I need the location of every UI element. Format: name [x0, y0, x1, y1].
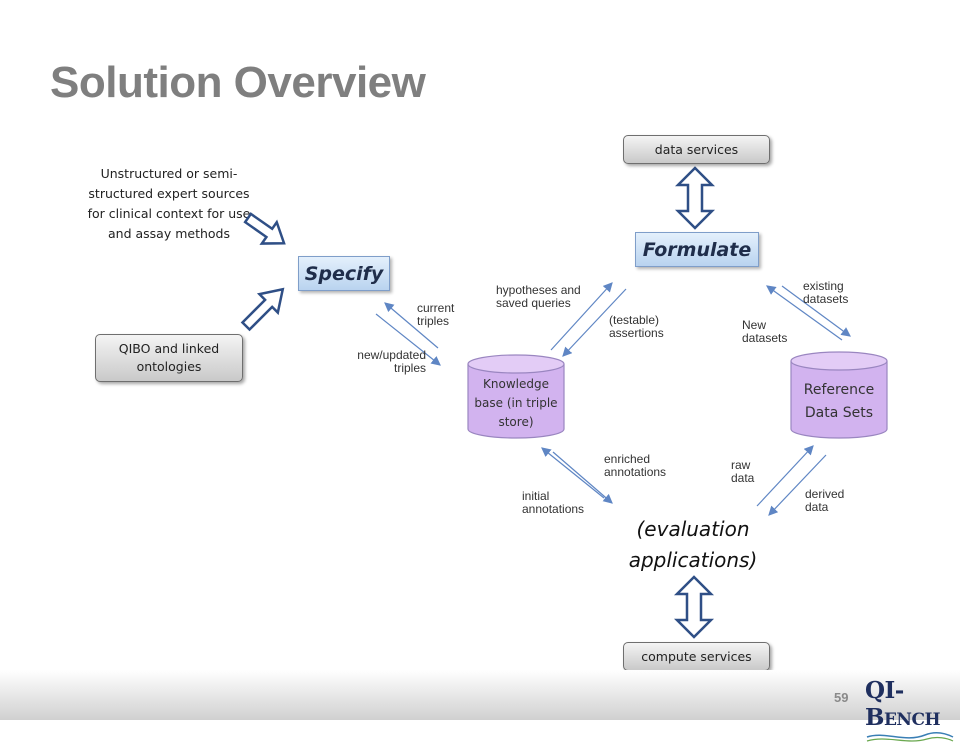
sources-note-line: for clinical context for use	[87, 206, 251, 221]
label-existing-datasets: existing datasets	[803, 280, 848, 306]
specify-node[interactable]: Specify	[298, 256, 390, 291]
label-line: hypotheses and	[496, 283, 581, 297]
sources-note-line: Unstructured or semi-	[100, 166, 238, 181]
label-enriched-annotations: enriched annotations	[604, 453, 666, 479]
arrow-enriched-annotations	[541, 447, 605, 499]
page-number: 59	[834, 690, 849, 705]
label-line: data	[731, 471, 755, 485]
label-line: triples	[417, 314, 450, 328]
knowledge-base-line: store)	[498, 414, 534, 429]
label-line: annotations	[522, 502, 585, 516]
label-line: saved queries	[496, 296, 571, 310]
arrow-new-datasets	[781, 285, 851, 337]
arrow-assertions	[562, 288, 627, 357]
label-line: (testable)	[609, 313, 660, 327]
slide-title: Solution Overview	[50, 58, 426, 107]
logo-small: ENCH	[883, 710, 941, 730]
formulate-node[interactable]: Formulate	[635, 232, 759, 267]
label-line: triples	[393, 361, 426, 375]
reference-data-cylinder	[790, 351, 888, 439]
label-line: enriched	[604, 452, 651, 466]
label-line: raw	[731, 458, 751, 472]
label-line: existing	[803, 279, 844, 293]
knowledge-base-label: Knowledge base (in triple store)	[466, 374, 566, 432]
logo-text: QI-BENCH	[865, 677, 960, 731]
footer-bar	[0, 670, 960, 720]
label-line: current	[417, 301, 455, 315]
label-new-datasets: New datasets	[742, 319, 787, 345]
label-raw-data: raw data	[731, 459, 754, 485]
block-arrow-sources-to-specify	[243, 212, 286, 245]
evaluation-applications-node[interactable]: (evaluation applications)	[618, 514, 768, 576]
label-line: derived	[805, 487, 845, 501]
label-new-updated-triples: new/updated triples	[344, 349, 426, 375]
qibo-line: QIBO and linked	[118, 341, 220, 356]
label-line: new/updated	[357, 348, 426, 362]
evaluation-line: (evaluation	[636, 517, 750, 541]
label-derived-data: derived data	[805, 488, 844, 514]
reference-data-label: Reference Data Sets	[789, 378, 889, 426]
qibo-line: ontologies	[136, 359, 202, 374]
qi-bench-logo: QI-BENCH	[865, 677, 960, 747]
sources-note-line: structured expert sources	[88, 186, 250, 201]
logo-wave-icon	[866, 732, 954, 742]
arrow-existing-datasets	[766, 285, 843, 341]
label-line: annotations	[604, 465, 667, 479]
reference-data-line: Data Sets	[804, 405, 874, 421]
label-current-triples: current triples	[417, 302, 454, 328]
label-line: datasets	[803, 292, 849, 306]
label-hypotheses: hypotheses and saved queries	[496, 284, 581, 310]
sources-note: Unstructured or semi- structured expert …	[78, 164, 260, 244]
evaluation-line: applications)	[628, 548, 758, 572]
connector-layer	[240, 166, 888, 639]
label-testable-assertions: (testable) assertions	[609, 314, 664, 340]
label-line: datasets	[742, 331, 788, 345]
label-line: New	[742, 318, 767, 332]
arrow-current-triples	[384, 302, 439, 349]
sources-note-line: and assay methods	[108, 226, 230, 241]
arrow-initial-annotations	[552, 451, 613, 504]
label-line: assertions	[609, 326, 664, 340]
arrow-raw-data	[756, 445, 814, 507]
double-arrow-evaluation-compute-services	[673, 575, 715, 639]
label-line: initial	[522, 489, 550, 503]
qibo-ontologies-box[interactable]: QIBO and linked ontologies	[95, 334, 243, 382]
arrow-derived-data	[768, 454, 827, 516]
arrow-new-updated-triples	[375, 313, 441, 366]
compute-services-box[interactable]: compute services	[623, 642, 770, 671]
knowledge-base-cylinder	[467, 354, 565, 439]
arrow-hypotheses	[550, 282, 613, 351]
reference-data-line: Reference	[803, 382, 875, 398]
block-arrow-qibo-to-specify	[240, 287, 285, 332]
data-services-box[interactable]: data services	[623, 135, 770, 164]
label-line: data	[805, 500, 829, 514]
label-initial-annotations: initial annotations	[522, 490, 584, 516]
knowledge-base-line: Knowledge	[483, 376, 549, 391]
double-arrow-data-services-formulate	[674, 166, 716, 230]
knowledge-base-line: base (in triple	[474, 395, 558, 410]
